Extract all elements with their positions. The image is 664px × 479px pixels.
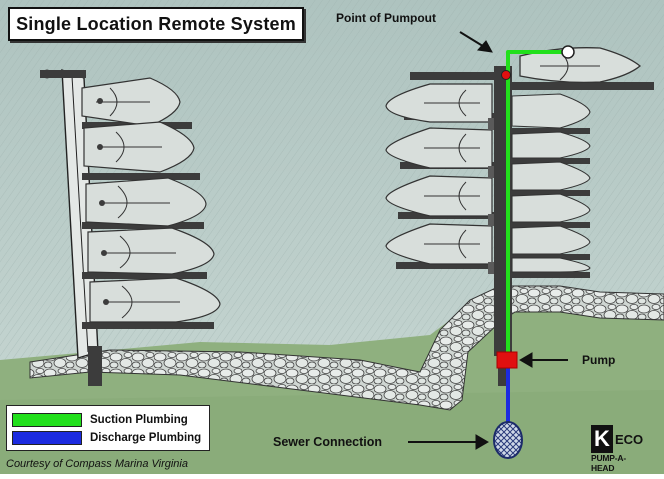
callout-arrows xyxy=(408,31,568,450)
sewer-label: Sewer Connection xyxy=(273,435,383,449)
pump-marker xyxy=(496,351,518,369)
legend: Suction Plumbing Discharge Plumbing xyxy=(6,405,210,451)
legend-item-discharge: Discharge Plumbing xyxy=(12,431,201,445)
discharge-label: Discharge Plumbing xyxy=(90,432,202,444)
keco-logo: K ECO PUMP-A-HEAD xyxy=(591,425,645,473)
discharge-swatch xyxy=(12,431,82,445)
suction-swatch xyxy=(12,413,82,427)
left-dock xyxy=(40,68,221,386)
suction-label: Suction Plumbing xyxy=(90,414,188,426)
pumpout-point-marker xyxy=(501,70,511,80)
logo-mark: K xyxy=(591,425,613,453)
suction-line xyxy=(506,45,575,356)
photo-credit: Courtesy of Compass Marina Virginia xyxy=(6,458,188,470)
pump-label: Pump xyxy=(582,353,616,367)
sewer-connection-marker xyxy=(493,421,523,459)
legend-item-suction: Suction Plumbing xyxy=(12,413,188,427)
logo-brand: ECO xyxy=(615,431,644,447)
diagram-title: Single Location Remote System xyxy=(16,13,296,34)
pumpout-label: Point of Pumpout xyxy=(336,11,436,25)
diagram-title-box: Single Location Remote System xyxy=(8,7,304,41)
logo-tagline: PUMP-A-HEAD xyxy=(591,453,626,473)
